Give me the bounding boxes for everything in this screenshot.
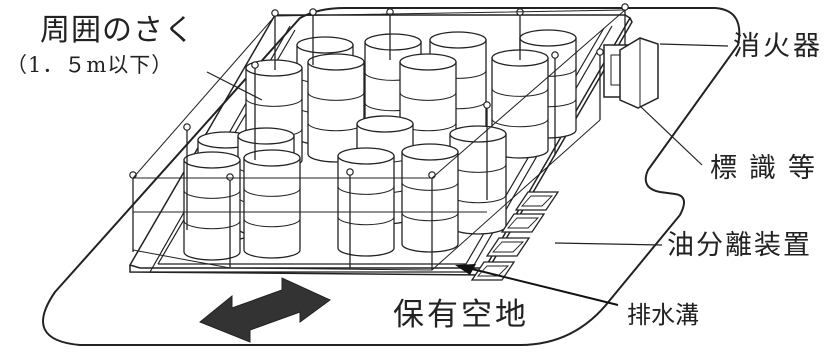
open-space-arrow-icon bbox=[199, 277, 331, 343]
arrow-head-icon bbox=[455, 264, 476, 275]
label-fence: 周囲のさく bbox=[40, 13, 195, 48]
leader-drain-ditch bbox=[467, 267, 619, 306]
oil-drum bbox=[183, 151, 241, 261]
perimeter-fence bbox=[129, 3, 629, 271]
drum-group bbox=[183, 29, 577, 261]
fence-rail bbox=[132, 9, 626, 179]
oil-drum bbox=[401, 143, 459, 253]
open-space-boundary bbox=[42, 7, 741, 346]
oil-drum bbox=[337, 147, 395, 257]
separator-pit bbox=[500, 213, 546, 233]
oil-drum bbox=[307, 53, 365, 163]
label-oil-separator: 油分離装置 bbox=[667, 230, 812, 261]
separator-pit bbox=[514, 191, 560, 211]
fence-post-cap bbox=[346, 168, 354, 176]
fence-post-cap bbox=[271, 9, 279, 17]
label-extinguisher: 消火器 bbox=[733, 31, 823, 62]
fire-extinguisher-box bbox=[619, 37, 659, 109]
label-drain-ditch: 排水溝 bbox=[627, 301, 699, 329]
oil-drum bbox=[243, 149, 301, 259]
fence-post-cap bbox=[309, 8, 317, 16]
leader-fence bbox=[206, 71, 263, 101]
fence-post-cap bbox=[183, 123, 191, 131]
label-signs: 標識等 bbox=[710, 153, 827, 184]
fence-rail bbox=[132, 119, 601, 271]
oil-drum bbox=[399, 53, 457, 163]
fence-post-cap bbox=[251, 61, 259, 69]
separator-pit bbox=[470, 261, 516, 281]
leader-oil-separator bbox=[554, 242, 663, 246]
oil-drum bbox=[449, 125, 507, 235]
fence-post-cap bbox=[483, 101, 491, 109]
fence-post-cap bbox=[551, 51, 559, 59]
fence-post-cap bbox=[621, 3, 629, 11]
leader-extinguisher bbox=[659, 43, 729, 47]
separator-pit bbox=[485, 237, 531, 257]
label-open-space: 保有空地 bbox=[393, 297, 529, 333]
leader-signs bbox=[639, 105, 703, 166]
fence-post-cap bbox=[226, 173, 234, 181]
fence-post-cap bbox=[428, 171, 436, 179]
label-fence-height: （1．５m以下） bbox=[6, 53, 174, 77]
fence-post-cap bbox=[596, 48, 604, 56]
fence-rail bbox=[133, 9, 626, 179]
